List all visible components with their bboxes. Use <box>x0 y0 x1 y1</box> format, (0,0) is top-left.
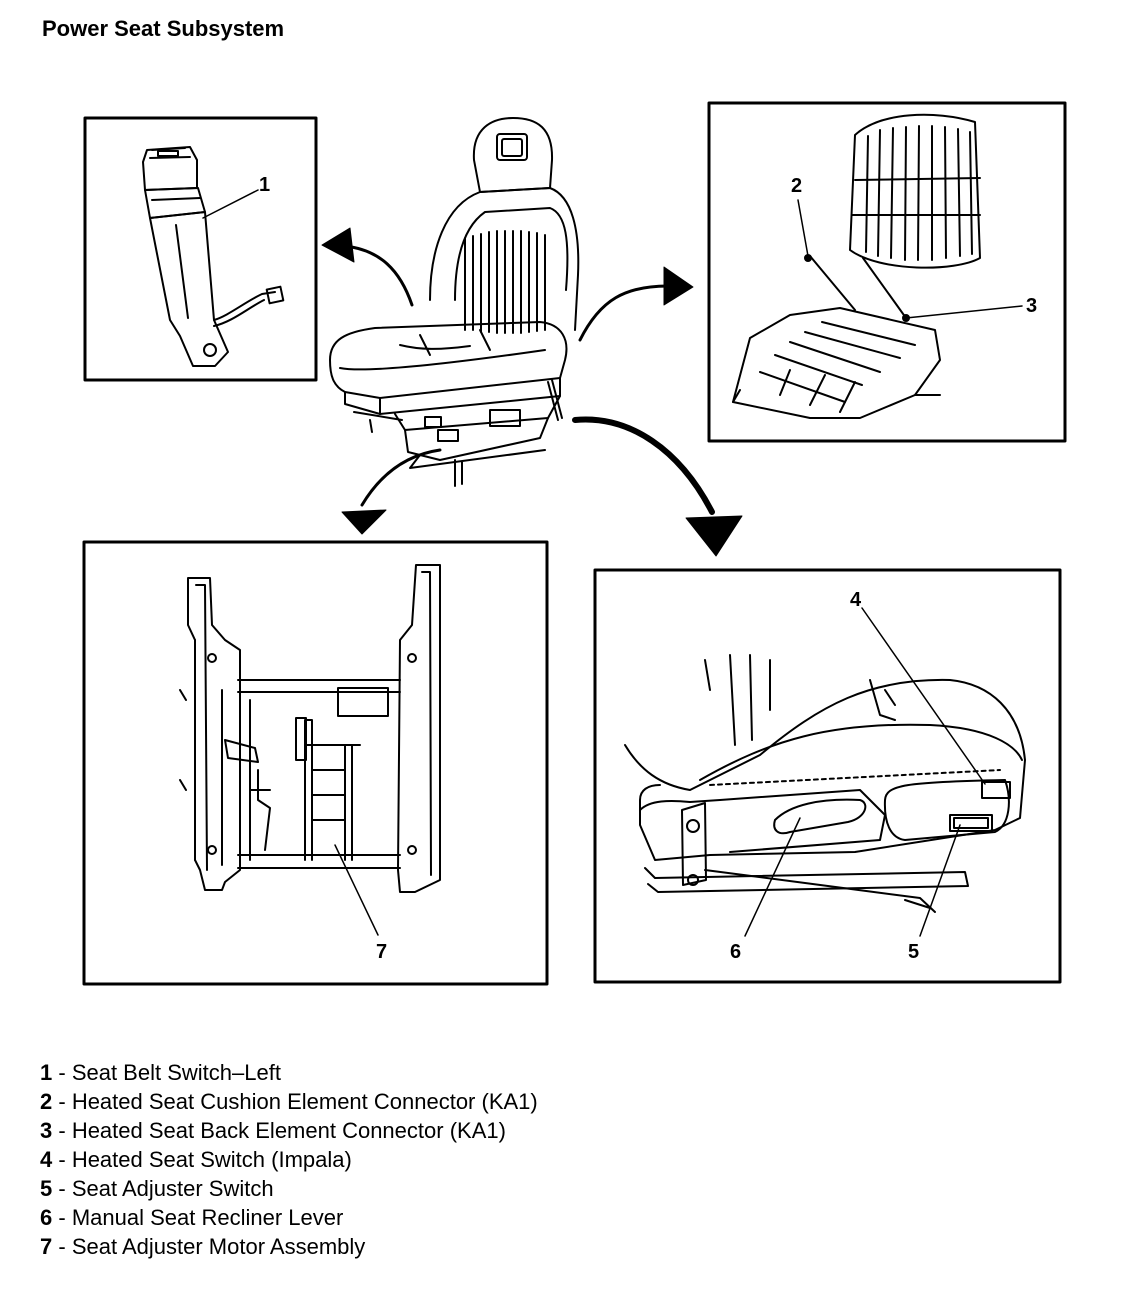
legend-number: 7 <box>40 1234 53 1259</box>
seat-side-controls-illustration <box>624 654 1026 913</box>
pointer-arrows <box>343 244 715 515</box>
callout-5: 5 <box>908 941 919 963</box>
arrow-head-left-up <box>321 227 355 263</box>
panel-heated-seat-elements <box>707 101 1067 443</box>
legend: 1 - Seat Belt Switch–Left 2 - Heated Sea… <box>40 1058 538 1261</box>
callout-6: 6 <box>730 941 741 963</box>
legend-number: 2 <box>40 1089 53 1114</box>
legend-separator: - <box>52 1060 72 1085</box>
leader-line-3 <box>905 305 1023 319</box>
legend-item: 2 - Heated Seat Cushion Element Connecto… <box>40 1087 538 1116</box>
leader-line-7 <box>334 844 379 936</box>
legend-item: 4 - Heated Seat Switch (Impala) <box>40 1145 538 1174</box>
heated-seat-wire <box>809 255 907 319</box>
leader-line-2 <box>797 199 809 257</box>
seat-belt-buckle-illustration <box>142 146 285 367</box>
leader-line-5 <box>919 824 961 937</box>
legend-text: Seat Adjuster Switch <box>71 1176 274 1201</box>
legend-item: 1 - Seat Belt Switch–Left <box>40 1058 538 1087</box>
legend-separator: - <box>52 1234 72 1259</box>
panel-seat-belt-switch <box>83 116 318 382</box>
heated-seat-back-element <box>849 113 981 269</box>
legend-item: 3 - Heated Seat Back Element Connector (… <box>40 1116 538 1145</box>
legend-number: 4 <box>40 1147 53 1172</box>
callout-1: 1 <box>259 174 270 196</box>
legend-number: 3 <box>40 1118 53 1143</box>
legend-separator: - <box>52 1176 72 1201</box>
panel-seat-side-controls <box>593 568 1062 984</box>
legend-number: 5 <box>40 1176 53 1201</box>
legend-number: 6 <box>40 1205 53 1230</box>
legend-text: Heated Seat Back Element Connector (KA1) <box>71 1118 506 1143</box>
legend-separator: - <box>52 1089 72 1114</box>
arrow-head-right-up <box>663 266 694 306</box>
legend-number: 1 <box>40 1060 53 1085</box>
legend-item: 5 - Seat Adjuster Switch <box>40 1174 538 1203</box>
legend-item: 7 - Seat Adjuster Motor Assembly <box>40 1232 538 1261</box>
legend-separator: - <box>52 1147 72 1172</box>
callout-2: 2 <box>791 175 802 197</box>
seat-assembly-illustration <box>329 117 580 487</box>
leader-line-1 <box>202 189 259 219</box>
legend-text: Heated Seat Switch (Impala) <box>71 1147 352 1172</box>
legend-separator: - <box>52 1118 72 1143</box>
arrow-head-right-down <box>685 515 743 557</box>
callout-4: 4 <box>850 589 862 611</box>
callout-7: 7 <box>376 941 387 963</box>
legend-separator: - <box>52 1205 72 1230</box>
legend-text: Heated Seat Cushion Element Connector (K… <box>71 1089 538 1114</box>
legend-text: Manual Seat Recliner Lever <box>71 1205 344 1230</box>
page-title: Power Seat Subsystem <box>42 16 285 41</box>
arrow-head-left-down <box>341 509 387 535</box>
seat-adjuster-motor-illustration <box>179 564 441 893</box>
leader-line-6 <box>744 817 801 937</box>
legend-item: 6 - Manual Seat Recliner Lever <box>40 1203 538 1232</box>
heated-seat-cushion-element <box>732 307 941 419</box>
legend-text: Seat Belt Switch–Left <box>71 1060 281 1085</box>
leader-line-4 <box>861 607 986 785</box>
callout-3: 3 <box>1026 295 1037 317</box>
legend-text: Seat Adjuster Motor Assembly <box>71 1234 366 1259</box>
panel-seat-adjuster-motor <box>82 540 549 986</box>
